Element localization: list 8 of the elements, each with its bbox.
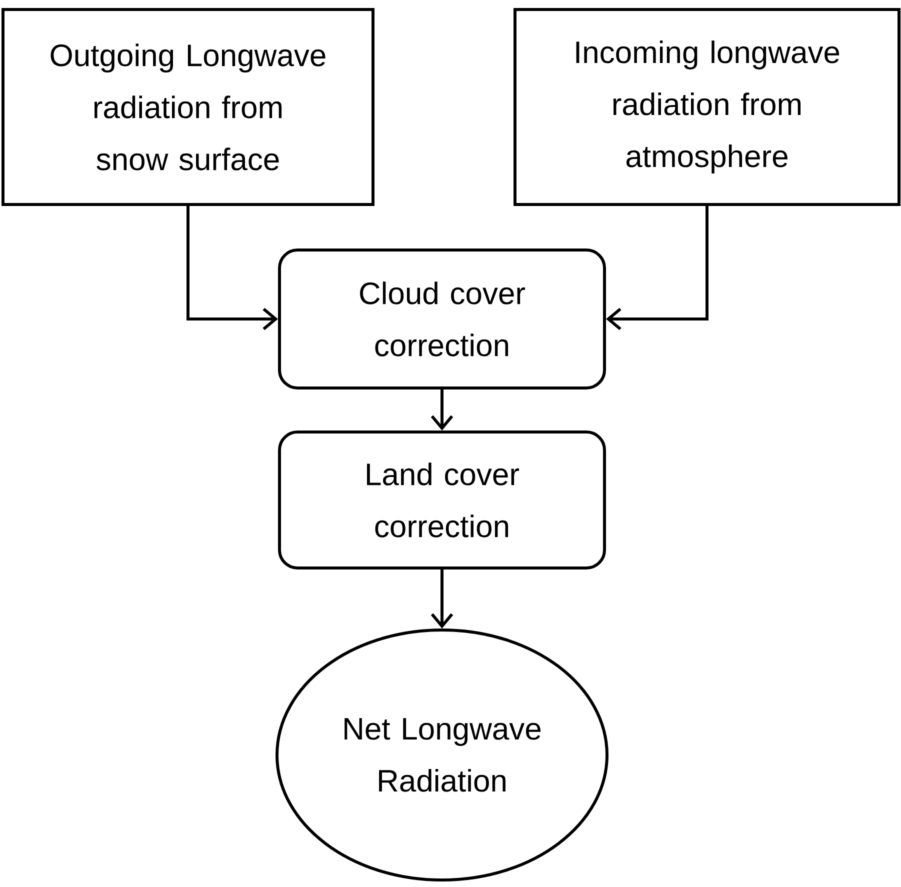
process-box: Land cover correction	[278, 430, 606, 570]
process-box: Cloud cover correction	[278, 248, 606, 390]
arrow	[430, 570, 454, 628]
input-box: Incoming longwave radiation from atmosphere	[514, 8, 900, 206]
input-box: Outgoing Longwave radiation from snow surface	[2, 8, 374, 206]
arrow	[606, 206, 708, 330]
arrow	[430, 390, 454, 430]
arrow	[186, 206, 278, 330]
